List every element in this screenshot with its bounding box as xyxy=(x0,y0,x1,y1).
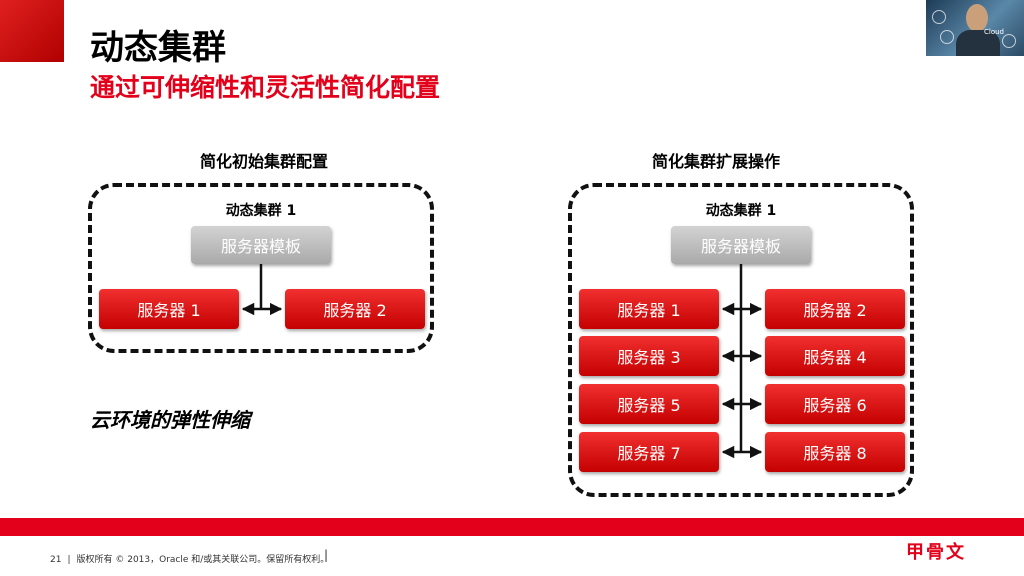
elastic-caption: 云环境的弹性伸缩 xyxy=(90,408,250,432)
left-server-2: 服务器 2 xyxy=(285,289,425,329)
footer-divider: | xyxy=(324,548,329,562)
copyright-text: 版权所有 © 2013，Oracle 和/或其关联公司。保留所有权利。 xyxy=(76,555,330,565)
right-server-3: 服务器 3 xyxy=(579,336,719,376)
right-server-template: 服务器模板 xyxy=(671,226,811,264)
right-server-1: 服务器 1 xyxy=(579,289,719,329)
left-cluster-border xyxy=(88,183,434,353)
right-panel-heading: 简化集群扩展操作 xyxy=(651,152,780,171)
left-panel-heading: 简化初始集群配置 xyxy=(199,152,328,171)
left-server-1: 服务器 1 xyxy=(99,289,239,329)
left-server-template: 服务器模板 xyxy=(191,226,331,264)
left-cluster-name: 动态集群 1 xyxy=(225,203,297,219)
right-server-4: 服务器 4 xyxy=(765,336,905,376)
photo-text: Cloud xyxy=(984,28,1004,36)
right-cluster-name: 动态集群 1 xyxy=(705,203,777,219)
corner-accent xyxy=(0,0,64,62)
right-server-5: 服务器 5 xyxy=(579,384,719,424)
right-server-7: 服务器 7 xyxy=(579,432,719,472)
right-cluster-border xyxy=(568,183,914,497)
footer-text: 21|版权所有 © 2013，Oracle 和/或其关联公司。保留所有权利。 xyxy=(50,555,330,565)
slide-subtitle: 通过可伸缩性和灵活性简化配置 xyxy=(90,73,441,102)
right-server-6: 服务器 6 xyxy=(765,384,905,424)
oracle-logo: ORACLE xyxy=(898,521,976,540)
footer-red-bar xyxy=(0,518,1024,536)
page-number: 21 xyxy=(50,555,62,565)
slide-title: 动态集群 xyxy=(90,28,226,68)
right-server-8: 服务器 8 xyxy=(765,432,905,472)
right-server-2: 服务器 2 xyxy=(765,289,905,329)
oracle-logo-cn: 甲骨文 xyxy=(906,542,966,563)
cloud-photo: Cloud xyxy=(926,0,1024,56)
